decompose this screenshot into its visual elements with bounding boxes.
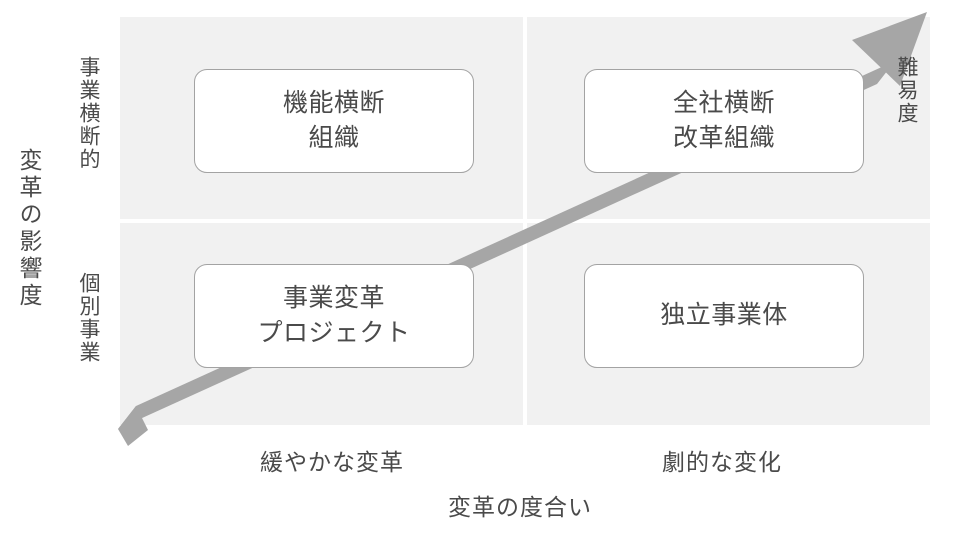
x-axis-tick-left: 緩やかな変革 — [260, 449, 404, 475]
quadrant-box-bottom-left-line-2: プロジェクト — [257, 319, 411, 347]
x-axis-tick-right: 劇的な変化 — [662, 449, 782, 475]
quadrant-box-bottom-left-line-1: 事業変革 — [282, 283, 385, 312]
quadrant-box-top-left[interactable]: 機能横断 組織 — [194, 69, 474, 173]
quadrant-box-bottom-right-line-1: 独立事業体 — [660, 301, 788, 330]
quadrant-box-top-right[interactable]: 全社横断 改革組織 — [584, 69, 864, 173]
quadrant-box-top-left-line-1: 機能横断 — [282, 88, 385, 117]
quadrant-box-bottom-left[interactable]: 事業変革 プロジェクト — [194, 264, 474, 368]
quadrant-box-bottom-right[interactable]: 独立事業体 — [584, 264, 864, 368]
difficulty-arrow-label: 難易度 — [895, 56, 918, 125]
quadrant-box-top-right-line-2: 改革組織 — [672, 124, 775, 152]
quadrant-box-top-left-line-2: 組織 — [308, 124, 360, 152]
y-axis-title: 変革の影響度 — [16, 148, 42, 310]
y-axis-tick-low: 個別事業 — [77, 272, 100, 364]
matrix-horizontal-divider — [120, 219, 930, 223]
quadrant-box-top-right-line-1: 全社横断 — [672, 88, 775, 117]
y-axis-tick-high: 事業横断的 — [77, 56, 100, 171]
x-axis-title: 変革の度合い — [448, 494, 592, 520]
